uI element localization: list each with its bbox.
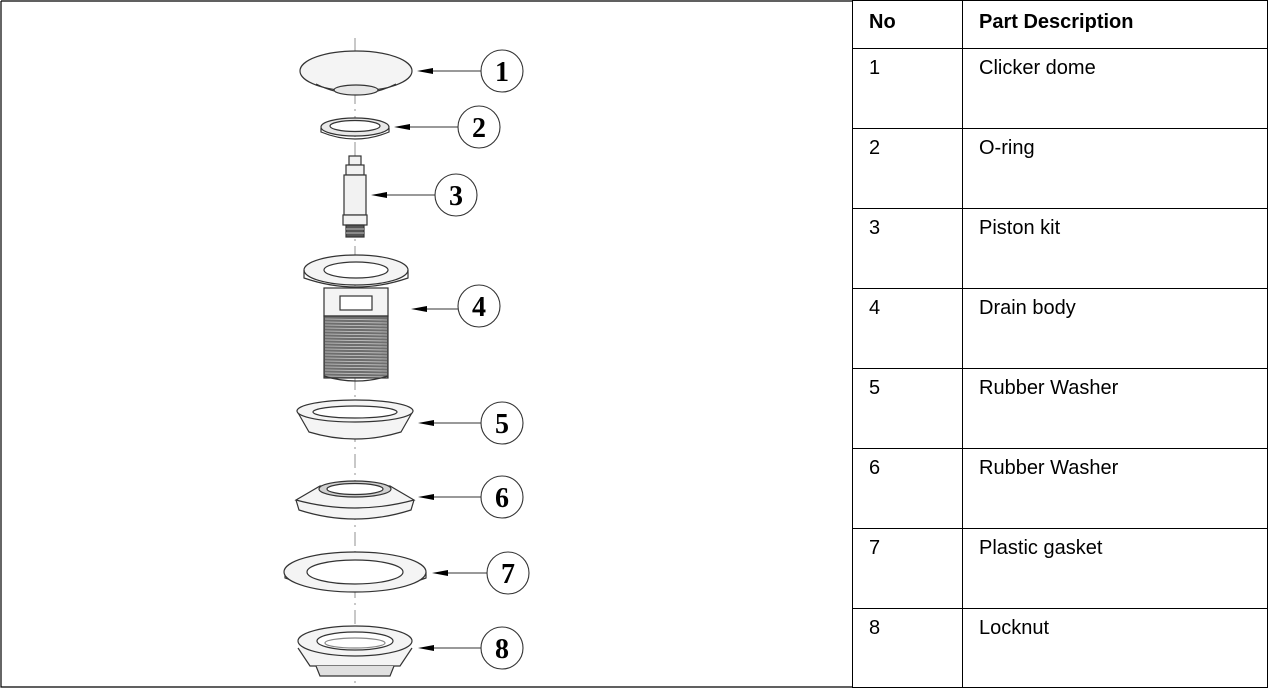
part-o-ring xyxy=(320,117,390,140)
table-row: 6 Rubber Washer xyxy=(852,448,1268,529)
cell-description: Rubber Washer xyxy=(962,368,1268,449)
part-clicker-dome xyxy=(299,50,413,96)
cell-no: 4 xyxy=(852,288,963,369)
callout-2: 2 xyxy=(394,105,501,149)
cell-no: 6 xyxy=(852,448,963,529)
callout-2-label: 2 xyxy=(472,113,486,144)
header-no: No xyxy=(852,0,963,49)
cell-description: Drain body xyxy=(962,288,1268,369)
cell-no: 8 xyxy=(852,608,963,688)
part-rubber-washer-6 xyxy=(294,480,416,520)
part-plastic-gasket xyxy=(283,551,427,593)
part-rubber-washer-5 xyxy=(296,399,414,440)
cell-no: 5 xyxy=(852,368,963,449)
callout-5-label: 5 xyxy=(495,409,509,440)
exploded-view-diagram: 1 2 3 4 xyxy=(0,0,852,688)
table-row: 5 Rubber Washer xyxy=(852,368,1268,449)
header-part-description: Part Description xyxy=(962,0,1268,49)
part-locknut xyxy=(297,625,413,677)
cell-no: 3 xyxy=(852,208,963,289)
table-row: 8 Locknut xyxy=(852,608,1268,688)
cell-description: Locknut xyxy=(962,608,1268,688)
callout-4-label: 4 xyxy=(472,292,486,323)
cell-description: Clicker dome xyxy=(962,48,1268,129)
table-row: 7 Plastic gasket xyxy=(852,528,1268,609)
callout-1: 1 xyxy=(417,49,524,93)
table-header-row: No Part Description xyxy=(852,0,1268,49)
callout-8: 8 xyxy=(418,626,524,670)
callout-6-label: 6 xyxy=(495,483,509,514)
table-row: 2 O-ring xyxy=(852,128,1268,209)
cell-description: Rubber Washer xyxy=(962,448,1268,529)
callout-8-label: 8 xyxy=(495,634,509,665)
callout-1-label: 1 xyxy=(495,57,509,88)
table-row: 3 Piston kit xyxy=(852,208,1268,289)
cell-no: 1 xyxy=(852,48,963,129)
part-piston-kit xyxy=(342,155,368,238)
cell-description: O-ring xyxy=(962,128,1268,209)
cell-no: 2 xyxy=(852,128,963,209)
callout-4: 4 xyxy=(411,284,501,328)
callout-6: 6 xyxy=(418,475,524,519)
table-row: 4 Drain body xyxy=(852,288,1268,369)
parts-table: No Part Description 1 Clicker dome 2 O-r… xyxy=(852,0,1268,688)
table-row: 1 Clicker dome xyxy=(852,48,1268,129)
callout-3: 3 xyxy=(371,173,478,217)
part-drain-body xyxy=(303,254,409,382)
cell-description: Piston kit xyxy=(962,208,1268,289)
callout-3-label: 3 xyxy=(449,181,463,212)
callout-7-label: 7 xyxy=(501,559,515,590)
cell-description: Plastic gasket xyxy=(962,528,1268,609)
cell-no: 7 xyxy=(852,528,963,609)
callout-7: 7 xyxy=(432,551,530,595)
callout-5: 5 xyxy=(418,401,524,445)
